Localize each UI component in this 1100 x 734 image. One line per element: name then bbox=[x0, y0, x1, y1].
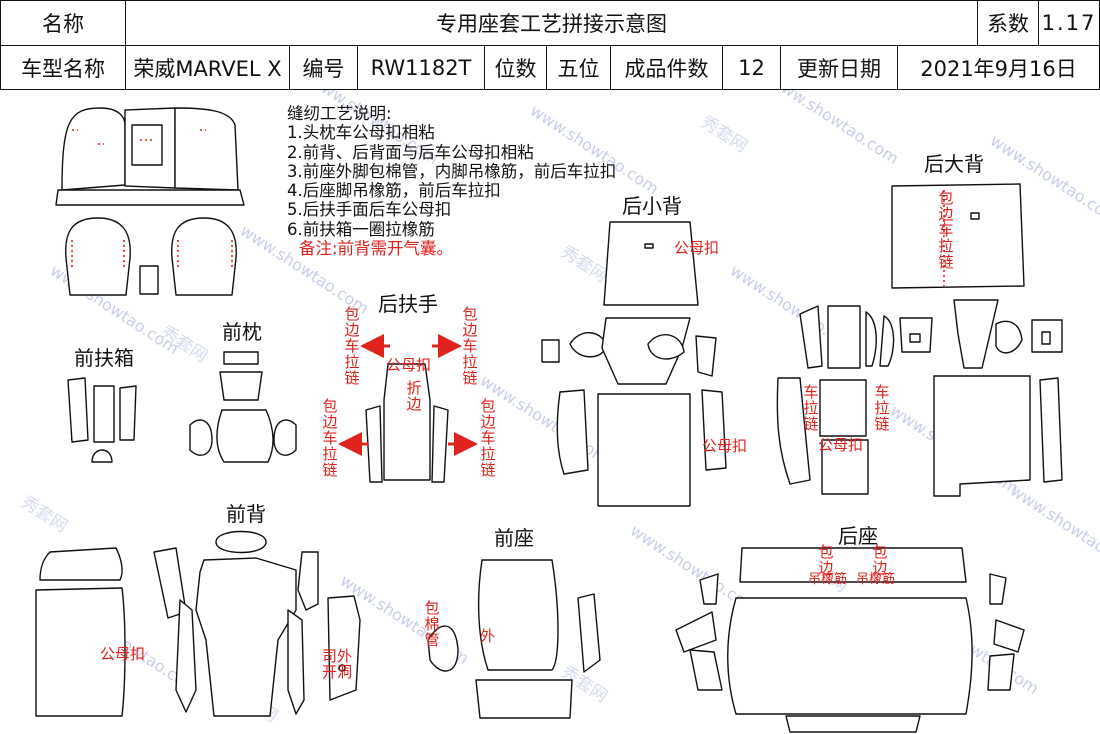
label-elastic: 吊橡筋 bbox=[856, 572, 896, 587]
rear-small-back-pattern bbox=[603, 221, 699, 306]
label-snap: 公母扣 bbox=[386, 356, 432, 374]
notes-title: 缝纫工艺说明: bbox=[287, 104, 392, 123]
rear-armrest-pattern bbox=[365, 363, 449, 483]
code-label: 编号 bbox=[289, 45, 358, 90]
front-headrest-pattern bbox=[189, 351, 297, 463]
rear-seat-pattern bbox=[675, 547, 1025, 733]
label-zipper: 车拉链 bbox=[874, 383, 890, 433]
coef-label: 系数 bbox=[977, 0, 1039, 46]
section-front-headrest: 前枕 bbox=[222, 320, 262, 344]
note-item: 1.头枕车公母扣相粘 bbox=[287, 123, 435, 143]
seats-value: 五位 bbox=[546, 45, 611, 90]
rear-big-back-parts bbox=[776, 299, 1063, 497]
label-snap: 公母扣 bbox=[702, 437, 748, 455]
label-snap: 公母扣 bbox=[100, 645, 146, 663]
label-zipper: 车拉链 bbox=[803, 383, 819, 433]
date-value: 2021年9月16日 bbox=[897, 45, 1100, 90]
label-binding-zipper: 包边车拉链 bbox=[462, 305, 478, 387]
note-item: 2.前背、后背面与后车公母扣相粘 bbox=[287, 142, 534, 162]
label-binding: 包边 bbox=[872, 543, 888, 577]
section-front-seat: 前座 bbox=[494, 526, 534, 550]
label-snap: 公母扣 bbox=[674, 239, 720, 257]
front-back-pattern bbox=[35, 530, 361, 717]
label-foam-pipe: 包棉管 bbox=[424, 599, 440, 649]
front-armrest-pattern bbox=[67, 377, 137, 463]
section-front-back: 前背 bbox=[226, 502, 266, 526]
note-item: 6.前扶箱一圈拉橡筋 bbox=[287, 219, 435, 239]
rear-small-back-parts bbox=[541, 317, 727, 507]
section-rear-small-back: 后小背 bbox=[622, 194, 682, 218]
notes-remark: 备注:前背需开气囊。 bbox=[299, 239, 454, 259]
label-outer: 外 bbox=[480, 627, 496, 645]
note-item: 4.后座脚吊橡筋，前后车拉扣 bbox=[287, 181, 501, 201]
label-binding-zipper: 包边车拉链 bbox=[344, 305, 360, 387]
label-binding: 包边 bbox=[818, 543, 834, 577]
name-label: 名称 bbox=[0, 0, 126, 46]
header-table: 名称 专用座套工艺拼接示意图 系数 1.17 车型名称 荣威MARVEL X 编… bbox=[0, 0, 1100, 90]
label-binding-zipper: 包边车拉链 bbox=[480, 397, 496, 479]
label-binding-zipper: 包边车拉链 bbox=[322, 397, 338, 479]
front-seat-pattern bbox=[427, 559, 601, 719]
section-rear-big-back: 后大背 bbox=[924, 152, 984, 176]
label-snap: 公母扣 bbox=[818, 436, 864, 454]
page-title: 专用座套工艺拼接示意图 bbox=[125, 0, 978, 46]
coef-value: 1.17 bbox=[1038, 0, 1100, 46]
label-fold-edge: 折边 bbox=[406, 379, 422, 413]
label-binding-zipper: 包边车拉链 bbox=[938, 189, 954, 271]
label-driver-hole: 司外开洞 bbox=[322, 647, 353, 681]
label-elastic: 吊橡筋 bbox=[808, 572, 848, 587]
seat-overview-icon bbox=[55, 107, 245, 296]
seats-label: 位数 bbox=[484, 45, 547, 90]
code-value: RW1182T bbox=[357, 45, 485, 90]
note-item: 5.后扶手面后车公母扣 bbox=[287, 200, 452, 220]
stitch-lines bbox=[71, 129, 945, 286]
rear-big-back-pattern bbox=[891, 183, 1025, 289]
pattern-diagram bbox=[35, 107, 1063, 733]
model-value: 荣威MARVEL X bbox=[125, 45, 290, 90]
model-label: 车型名称 bbox=[0, 45, 126, 90]
sewing-notes: 缝纫工艺说明: 1.头枕车公母扣相粘 2.前背、后背面与后车公母扣相粘 3.前座… bbox=[287, 104, 616, 258]
section-front-armrest: 前扶箱 bbox=[74, 346, 134, 370]
section-rear-armrest: 后扶手 bbox=[378, 292, 438, 316]
pieces-label: 成品件数 bbox=[610, 45, 723, 90]
section-rear-seat: 后座 bbox=[838, 524, 878, 548]
pieces-value: 12 bbox=[722, 45, 781, 90]
date-label: 更新日期 bbox=[780, 45, 898, 90]
note-item: 3.前座外脚包棉管，内脚吊橡筋，前后车拉扣 bbox=[287, 161, 617, 181]
zipper-arrows bbox=[338, 334, 478, 456]
